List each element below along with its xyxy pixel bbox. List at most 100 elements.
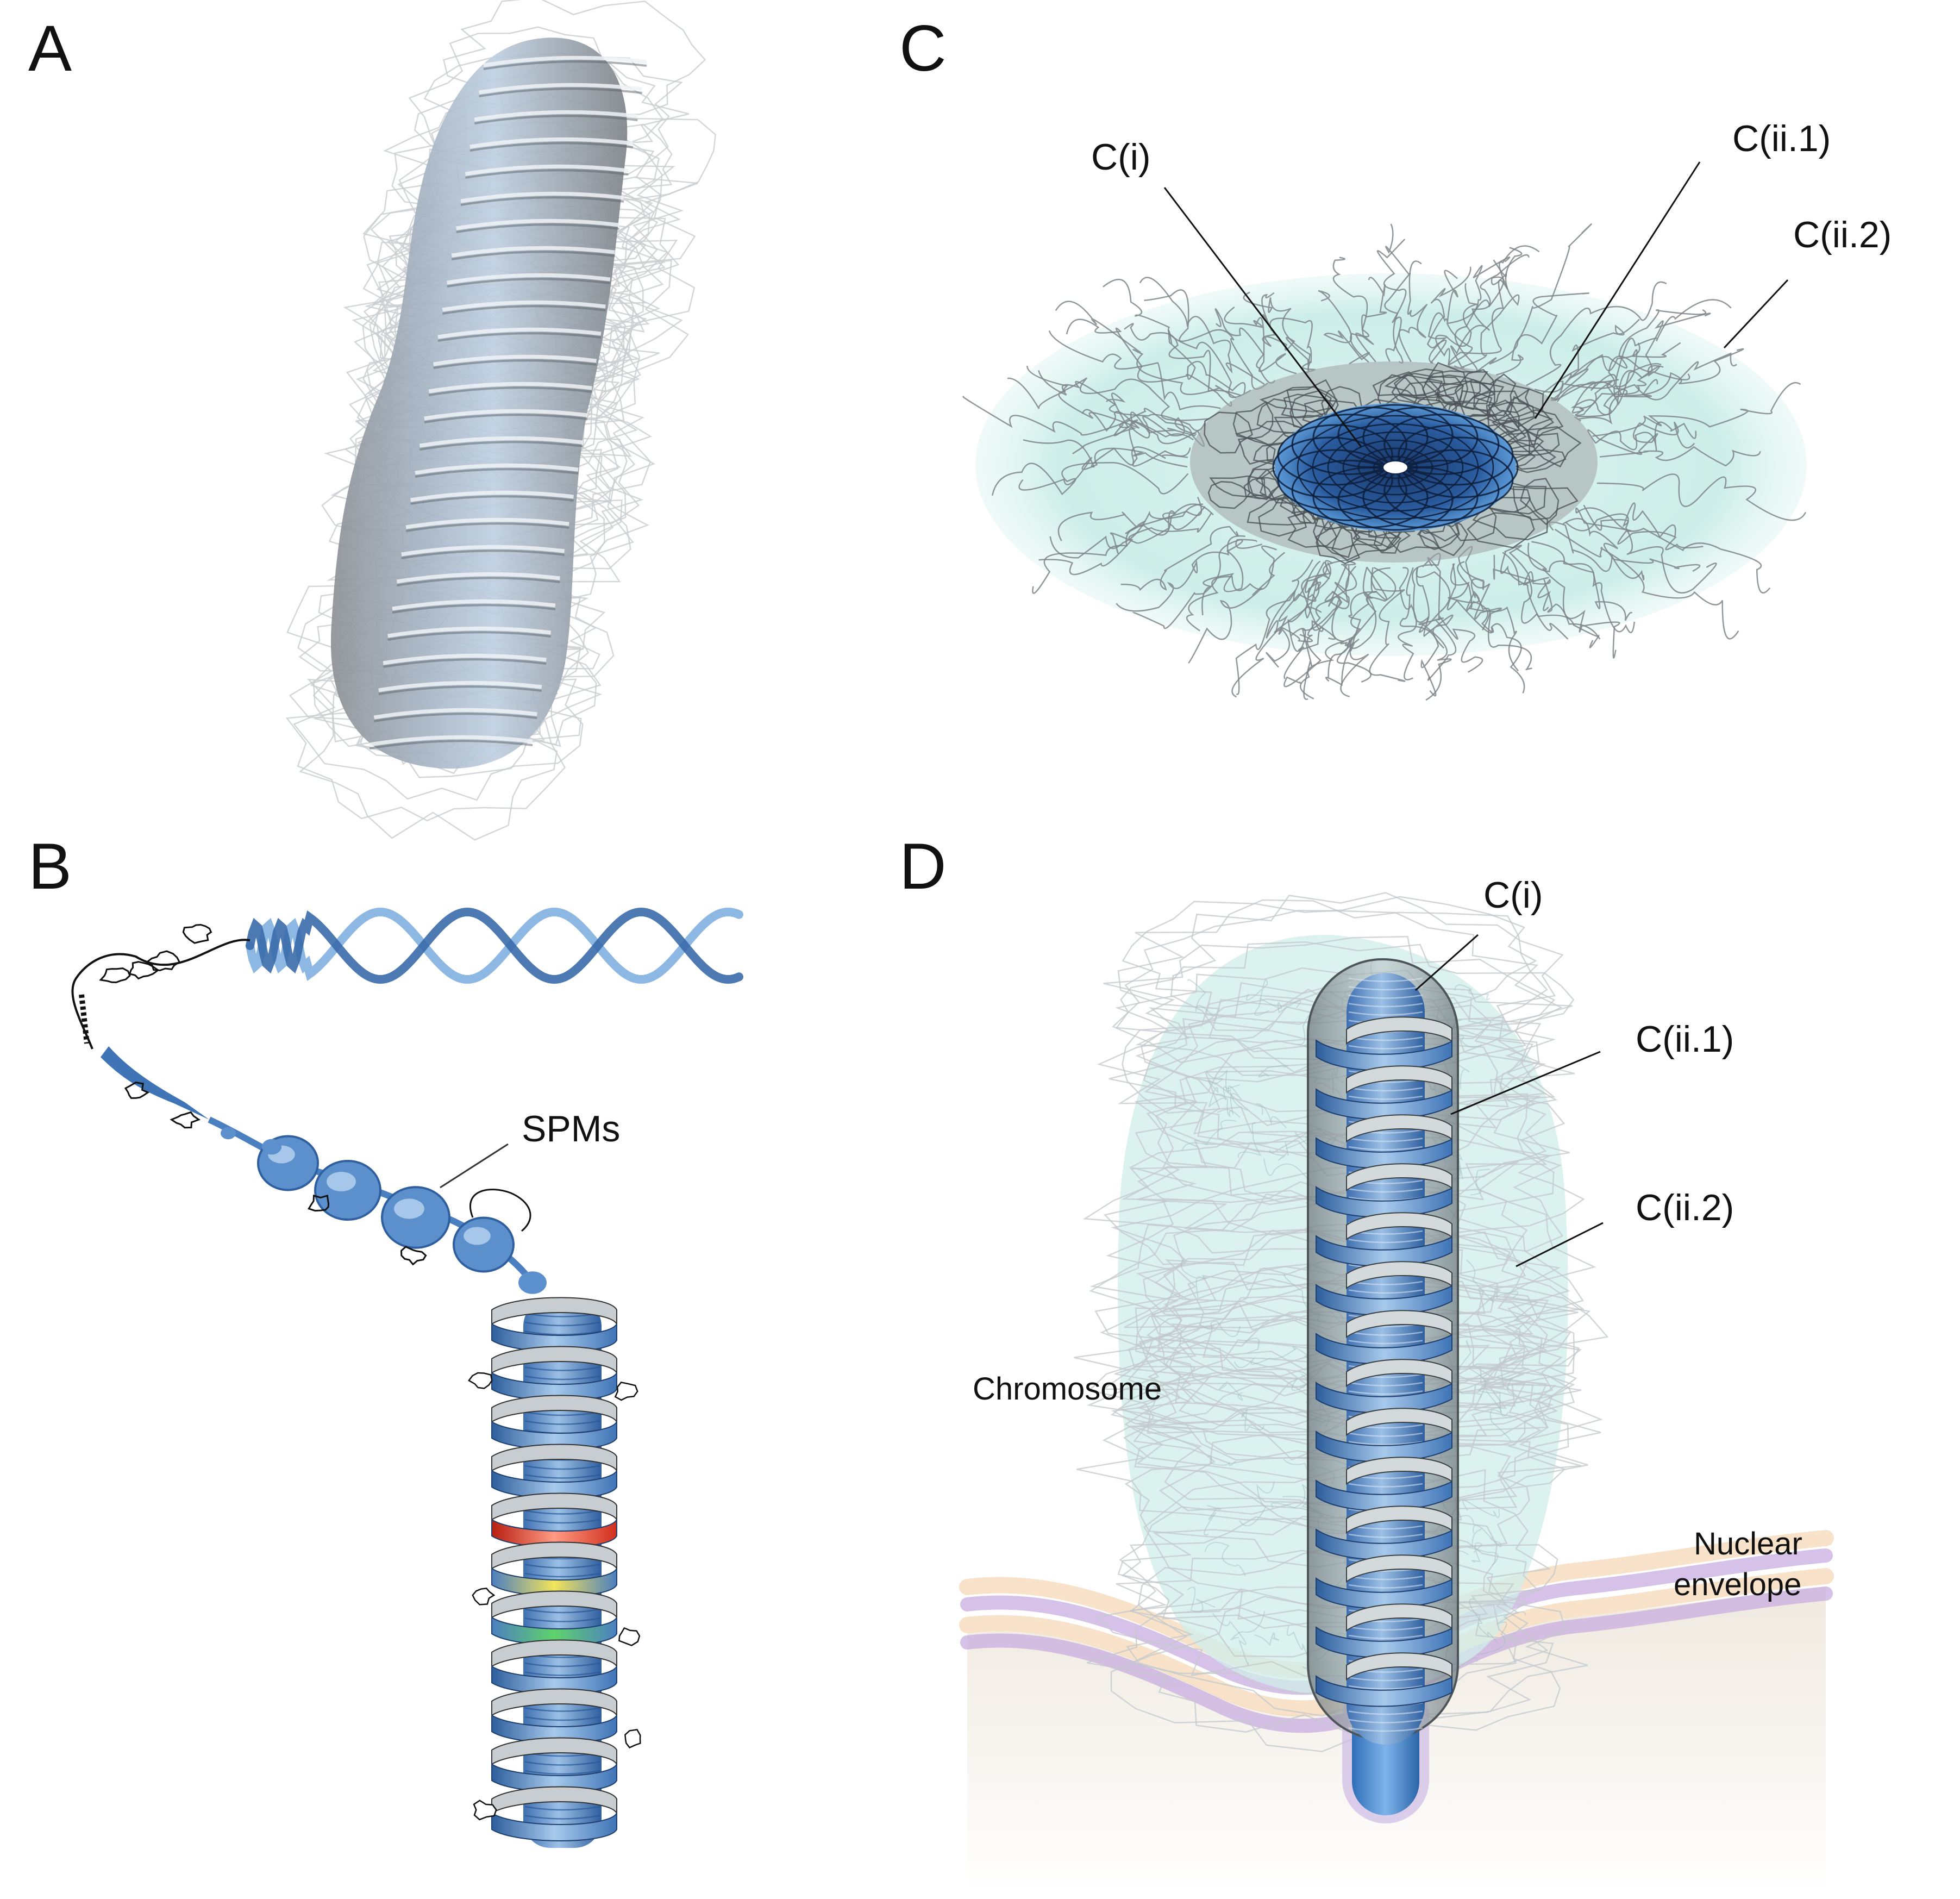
panel-c-core-ring	[1342, 439, 1449, 496]
panel-c-core-petal	[1398, 449, 1514, 511]
panel-d-inner-fiber	[1239, 1481, 1275, 1527]
panel-b-column-loop	[468, 1372, 493, 1389]
panel-a-stripe	[456, 218, 620, 230]
panel-b-column-loop	[614, 1382, 638, 1401]
panel-a-stripe-shadow	[483, 60, 647, 70]
panel-a-stripe	[460, 191, 624, 203]
panel-b-core-disc	[524, 1375, 600, 1380]
panel-d-outer-loop	[1134, 1040, 1566, 1208]
panel-a-stripe	[483, 55, 647, 67]
panel-d-inner-fiber	[1212, 1613, 1249, 1666]
panel-c-grey-loop	[1472, 379, 1530, 414]
panel-c-outer-loop	[1427, 270, 1458, 364]
panel-b-ribbon-back	[491, 1786, 617, 1814]
panel-c-outer-loop	[1399, 567, 1439, 697]
panel-d-outer-loop	[1136, 1229, 1609, 1395]
panel-a-stripe	[387, 626, 552, 638]
panel-c-outer-loop	[1038, 513, 1212, 576]
panel-b-ribbon-back	[491, 1688, 617, 1716]
panel-c-core-petal	[1383, 459, 1500, 521]
panel-d-disc	[1348, 977, 1423, 982]
panel-d-ci-label: C(i)	[1483, 874, 1543, 916]
panel-c-outer-loop	[1283, 565, 1347, 688]
panel-b-mini-loop	[99, 967, 131, 983]
panel-b-core-disc	[524, 1671, 600, 1676]
panel-c-outer-loop	[1570, 365, 1664, 416]
panel-d-disc	[1348, 1340, 1423, 1345]
panel-d-inner-fiber	[1208, 1078, 1223, 1107]
panel-d-disc	[1348, 1095, 1423, 1100]
panel-d-disc	[1348, 1382, 1423, 1386]
panel-d-disc	[1348, 1138, 1423, 1142]
panel-a-stripe-shadow	[419, 441, 583, 451]
panel-d-inner-fiber	[1470, 1169, 1491, 1196]
panel-c-outer-loop	[1515, 547, 1620, 659]
panel-d-disc	[1348, 1626, 1423, 1631]
panel-d-disc	[1348, 1011, 1423, 1016]
panel-c-outer-loop	[1502, 552, 1601, 640]
panel-c-core-petal	[1383, 414, 1500, 476]
panel-d-disc	[1348, 1146, 1423, 1151]
panel-c-outer-loop	[1049, 503, 1203, 559]
panel-c-outer-loop	[1066, 318, 1232, 407]
panel-d-inner-fiber	[1233, 1348, 1297, 1368]
panel-c-outer-loop	[1301, 564, 1357, 700]
panel-a-stripe	[428, 382, 592, 393]
panel-b-core-disc	[524, 1572, 600, 1578]
panel-a-stripe	[447, 273, 611, 285]
panel-c-cii1-label: C(ii.1)	[1732, 118, 1831, 159]
panel-a-stripe	[410, 490, 574, 502]
panel-d-disc	[1348, 1289, 1423, 1294]
panel-a: A	[28, 0, 717, 841]
panel-c-cii2-leader	[1723, 279, 1789, 349]
panel-d-letter: D	[899, 830, 947, 903]
panel-d-cii1-leader	[1450, 1051, 1601, 1115]
panel-b-core-disc	[524, 1366, 600, 1371]
panel-b-side-loop	[308, 1194, 330, 1212]
panel-c-outer-loop	[1427, 557, 1483, 673]
panel-d-disc	[1348, 1087, 1423, 1092]
panel-c-outer-loop	[1572, 363, 1662, 414]
panel-c-outer-loop	[1106, 392, 1205, 447]
panel-d-disc	[1348, 1045, 1423, 1050]
panel-d-ribbon-front	[1316, 1382, 1452, 1414]
panel-b-side-loop	[170, 1111, 201, 1129]
panel-a-stripe-shadow	[428, 386, 592, 396]
panel-c-outer-loop	[1188, 552, 1286, 664]
panel-b-thin-fiber	[71, 939, 251, 1050]
panel-a-stripe	[442, 300, 606, 312]
panel-c-grey-loop	[1232, 401, 1274, 440]
panel-d-disc	[1348, 1634, 1423, 1639]
panel-d-inner-fiber	[1473, 1525, 1502, 1547]
panel-a-stripe	[392, 599, 556, 611]
panel-c-outer-loop	[1055, 301, 1237, 399]
panel-d-disc	[1348, 986, 1423, 991]
panel-c-outer-loop	[1457, 561, 1519, 672]
panel-d-inner-fiber	[1237, 1122, 1262, 1158]
panel-c-outer-loop	[1266, 561, 1325, 668]
panel-b-core-disc	[524, 1716, 600, 1721]
panel-c-grey-loop	[1209, 475, 1267, 497]
panel-d-ribbon-front	[1316, 1284, 1452, 1316]
panel-a-stripe	[369, 735, 533, 747]
panel-a-stripe-shadow	[451, 251, 615, 260]
panel-c-outer-loop	[1592, 382, 1801, 437]
panel-c-outer-loop	[1562, 517, 1701, 572]
panel-b-ribbon-back	[491, 1346, 617, 1374]
panel-b-side-loop	[400, 1246, 427, 1266]
panel-c-outer-loop	[1550, 313, 1711, 401]
panel-c-outer-loop	[1575, 507, 1771, 594]
panel-d-inner-fiber	[1206, 1069, 1248, 1111]
panel-b-mini-loop	[128, 961, 160, 980]
panel-b-core-disc	[524, 1510, 600, 1515]
panel-c-outer-loop	[1465, 561, 1532, 671]
panel-c-outer-loop	[1124, 323, 1241, 396]
panel-b-beads	[79, 994, 90, 1044]
panel-b-bead-highlight	[464, 1227, 491, 1245]
panel-c-outer-loop	[1599, 446, 1761, 467]
panel-d-cii2-leader	[1516, 1222, 1604, 1267]
panel-b-ribbon-back	[491, 1395, 617, 1423]
panel-c-outer-loop	[1026, 365, 1209, 421]
panel-d-cii2-label: C(ii.2)	[1636, 1187, 1734, 1228]
panel-d-ribbon-front	[1316, 1479, 1452, 1511]
